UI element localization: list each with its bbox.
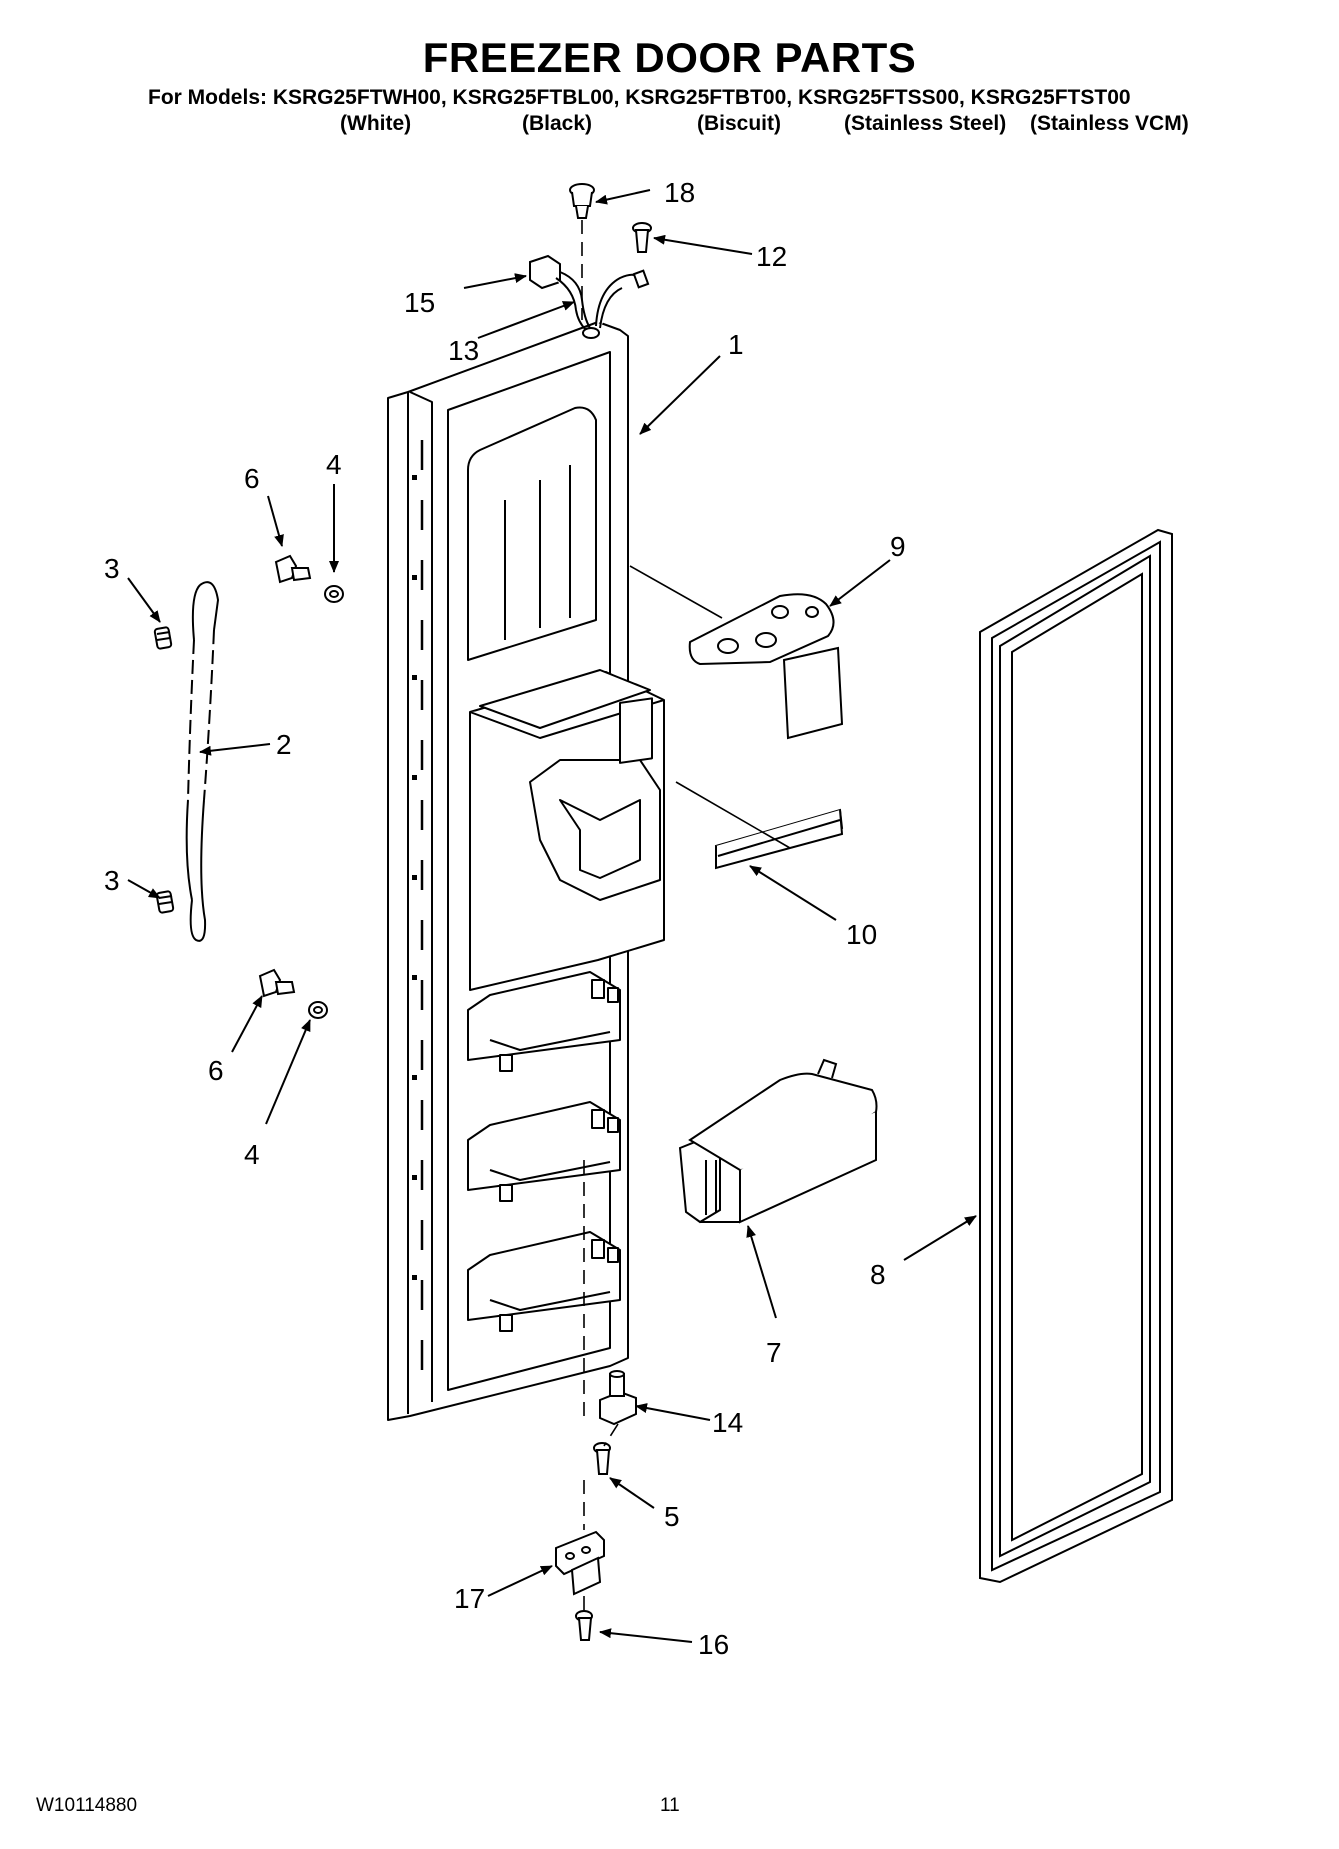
freezer-door: [387, 321, 665, 1421]
document-number: W10114880: [36, 1795, 138, 1816]
page-number: 11: [660, 1795, 680, 1816]
callout-6-lower: 6: [208, 1055, 224, 1086]
callout-2: 2: [276, 729, 292, 760]
door-handle: [185, 581, 220, 942]
callout-18: 18: [664, 177, 695, 208]
door-gasket: [979, 528, 1173, 1584]
callout-3-lower: 3: [104, 865, 120, 896]
finish-biscuit: (Biscuit): [697, 112, 781, 135]
callout-4-lower: 4: [244, 1139, 260, 1170]
handle-stud-upper: [153, 626, 173, 650]
finish-stainless-steel: (Stainless Steel): [844, 112, 1007, 135]
shoulder-screw-lower: [258, 968, 296, 998]
callout-7: 7: [766, 1337, 782, 1368]
page-title: FREEZER DOOR PARTS: [422, 34, 917, 81]
callout-15: 15: [404, 287, 435, 318]
lower-hinge: [555, 1530, 605, 1596]
callout-17: 17: [454, 1583, 485, 1614]
screw-16: [575, 1610, 593, 1641]
callout-10: 10: [846, 919, 877, 950]
assembly-lines: [581, 220, 619, 1614]
callout-16: 16: [698, 1629, 729, 1660]
callout-13: 13: [448, 335, 479, 366]
callout-arrows: [127, 189, 977, 1643]
wire-harness: [529, 254, 650, 331]
callout-5: 5: [664, 1501, 680, 1532]
trim-strip: [714, 808, 844, 870]
callout-12: 12: [756, 241, 787, 272]
finish-white: (White): [340, 112, 412, 135]
callout-1: 1: [728, 329, 744, 360]
callout-6-upper: 6: [244, 463, 260, 494]
callout-9: 9: [890, 531, 906, 562]
screw-12: [632, 222, 652, 253]
screw-5: [593, 1442, 611, 1475]
callout-3-upper: 3: [104, 553, 120, 584]
callout-4-upper: 4: [326, 449, 342, 480]
finish-stainless-vcm: (Stainless VCM): [1030, 112, 1189, 135]
finish-black: (Black): [522, 112, 593, 135]
handle-stud-lower: [155, 890, 175, 914]
callout-14: 14: [712, 1407, 743, 1438]
leader-lines: [629, 565, 791, 849]
door-bin: [678, 1058, 878, 1224]
nut-lower: [308, 1001, 328, 1019]
door-plug: [569, 183, 595, 219]
dispenser-cover: [688, 593, 844, 740]
callout-8: 8: [870, 1259, 886, 1290]
nut-upper: [324, 585, 344, 603]
hinge-bushing: [599, 1370, 637, 1426]
shoulder-screw-upper: [274, 554, 312, 584]
model-list: For Models: KSRG25FTWH00, KSRG25FTBL00, …: [148, 86, 1131, 109]
